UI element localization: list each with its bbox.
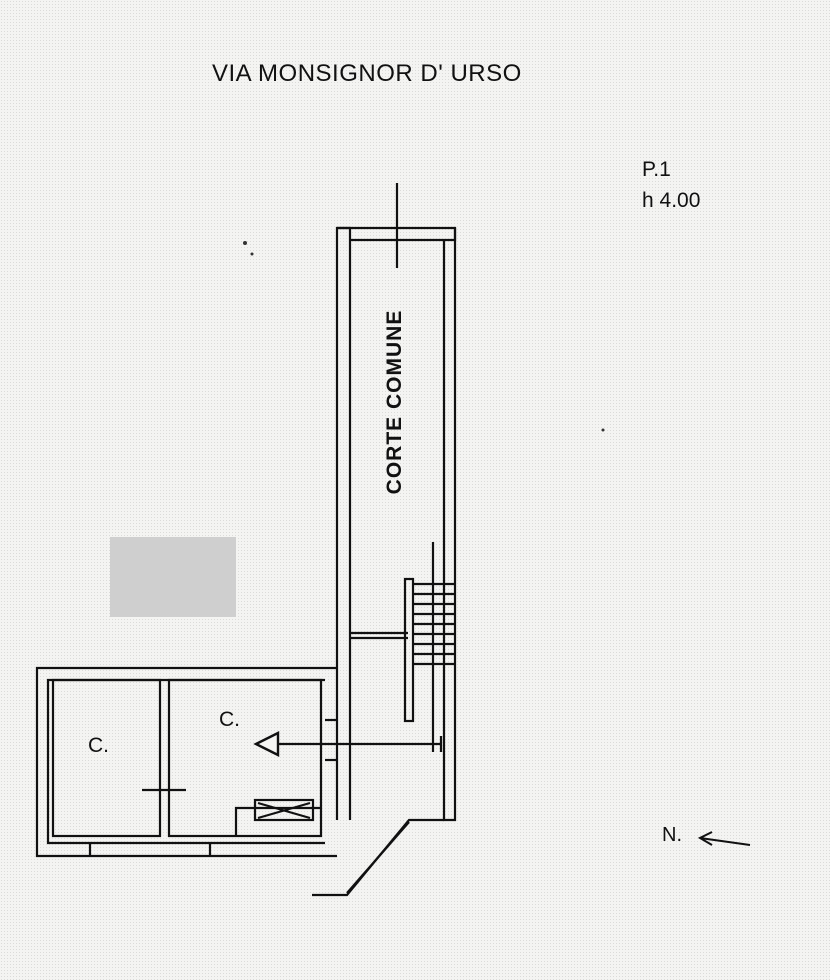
- building-outer-wall: [35, 666, 337, 858]
- court-wall-right: [442, 228, 457, 822]
- fixture-cross: [257, 801, 311, 820]
- stair-handrail: [403, 577, 415, 723]
- room-label-1: C.: [88, 734, 109, 757]
- entrance-diagonal-inner: [346, 821, 410, 894]
- north-label: N.: [662, 824, 682, 846]
- redacted-area: [110, 537, 236, 617]
- scan-specks: [243, 241, 605, 432]
- fixture-box: [253, 798, 315, 822]
- court-label: CORTE COMUNE: [383, 309, 406, 495]
- room-2-outline: [167, 678, 323, 838]
- north-arrow-icon: [697, 831, 751, 846]
- room-label-2: C.: [219, 708, 240, 731]
- height-label: h 4.00: [642, 189, 701, 212]
- court-wall-left: [335, 226, 352, 820]
- building-inner-wall: [46, 678, 325, 845]
- floor-label: P.1: [642, 158, 671, 181]
- street-name: VIA MONSIGNOR D' URSO: [212, 60, 522, 87]
- room-1-outline: [51, 678, 162, 838]
- access-arrow-head: [253, 731, 280, 757]
